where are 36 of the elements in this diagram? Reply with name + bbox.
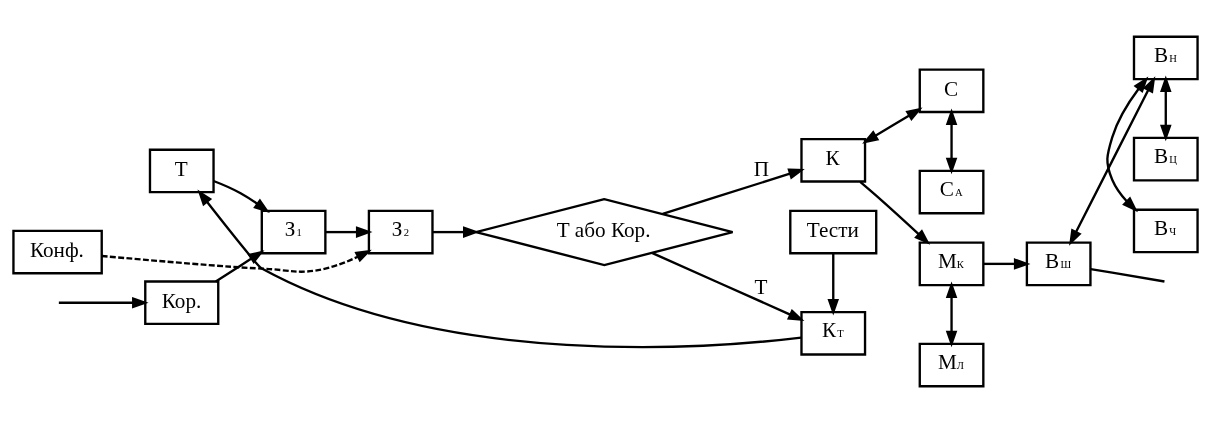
- arrow: [662, 167, 805, 215]
- node-box: МК: [918, 241, 985, 286]
- node-box: С: [918, 68, 985, 113]
- arrow: [1106, 76, 1149, 212]
- node-box: З1: [260, 209, 327, 254]
- arrow: [1069, 75, 1156, 246]
- arrow: [325, 225, 373, 238]
- node-box: ВЦ: [1132, 136, 1199, 181]
- arrow: [945, 108, 958, 174]
- arrow: [197, 189, 802, 348]
- arrow: [58, 296, 149, 308]
- node-box: ВШ: [1025, 241, 1092, 286]
- edge-label: Т: [754, 274, 768, 299]
- node-diamond: Т або Кор.: [474, 197, 734, 266]
- node-box: Т: [148, 148, 215, 193]
- arrow: [432, 225, 480, 238]
- node-box: СА: [918, 169, 985, 214]
- node-box: ВЧ: [1132, 208, 1199, 253]
- arrow: [213, 179, 270, 213]
- node-box: ВН: [1132, 35, 1199, 80]
- arrow: [827, 252, 840, 316]
- arrow: [651, 251, 805, 321]
- node-box: Кор.: [144, 279, 220, 325]
- node-box: МЛ: [918, 342, 985, 387]
- node-box: К: [800, 137, 867, 183]
- arrow: [1160, 75, 1172, 141]
- arrow: [983, 257, 1031, 270]
- connector: [1090, 267, 1165, 283]
- node-box: Конф.: [12, 229, 103, 274]
- node-box: З2: [367, 209, 434, 254]
- arrow: [859, 180, 931, 245]
- arrow: [945, 281, 958, 347]
- edge-label: П: [753, 156, 770, 181]
- node-box: КТ: [800, 310, 867, 356]
- node-box: Тести: [789, 209, 878, 254]
- arrow: [862, 107, 923, 144]
